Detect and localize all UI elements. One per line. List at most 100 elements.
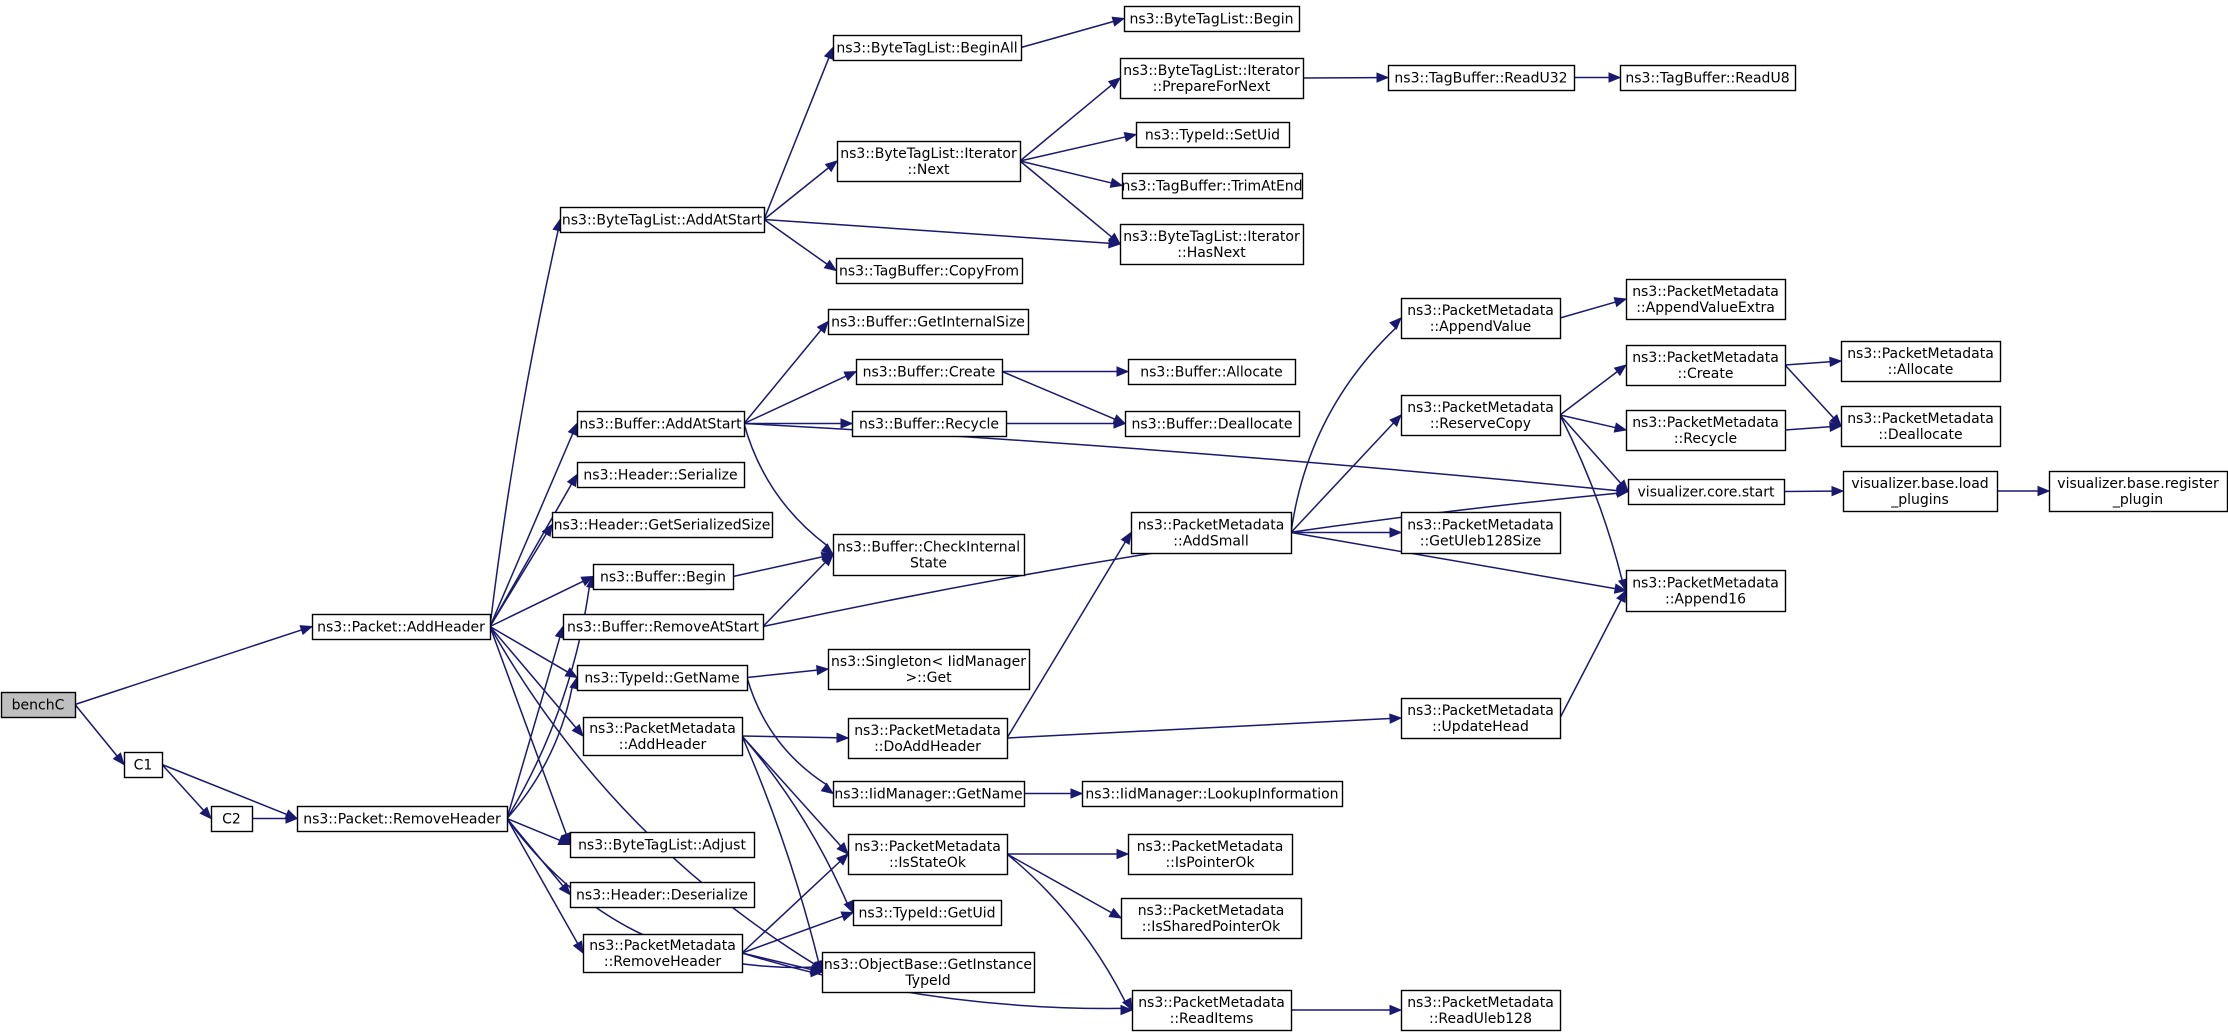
node-box — [551, 511, 774, 539]
node-pmDoAddHeader[interactable]: ns3::PacketMetadata::DoAddHeader — [847, 717, 1009, 760]
node-bufDeallocate[interactable]: ns3::Buffer::Deallocate — [1124, 410, 1301, 438]
node-box — [855, 358, 1004, 386]
node-pmAppendValueExtra[interactable]: ns3::PacketMetadata::AppendValueExtra — [1625, 278, 1787, 321]
edge-line — [489, 533, 547, 627]
node-tbTrimAtEnd[interactable]: ns3::TagBuffer::TrimAtEnd — [1121, 172, 1304, 200]
node-pmIsPointerOk[interactable]: ns3::PacketMetadata::IsPointerOk — [1127, 833, 1294, 876]
node-box — [1400, 297, 1562, 340]
node-pmAddSmall[interactable]: ns3::PacketMetadata::AddSmall — [1130, 511, 1293, 555]
arrowhead-icon — [1616, 487, 1630, 498]
node-pmGetUleb128Size[interactable]: ns3::PacketMetadata::GetUleb128Size — [1400, 511, 1562, 555]
node-hdrDeserialize[interactable]: ns3::Header::Deserialize — [569, 881, 756, 909]
node-box — [1840, 340, 2002, 383]
arrowhead-icon — [571, 723, 584, 738]
edge-line — [763, 218, 828, 265]
node-bufGetInternalSize[interactable]: ns3::Buffer::GetInternalSize — [827, 308, 1030, 336]
node-pmAppendValue[interactable]: ns3::PacketMetadata::AppendValue — [1400, 297, 1562, 340]
node-label: State — [910, 556, 947, 572]
node-tbCopyFrom[interactable]: ns3::TagBuffer::CopyFrom — [835, 257, 1024, 285]
edge-line — [506, 636, 561, 819]
edge-line — [1019, 160, 1113, 238]
node-vizCoreStart[interactable]: visualizer.core.start — [1627, 478, 1786, 506]
node-bufAddAtStart[interactable]: ns3::Buffer::AddAtStart — [576, 410, 746, 438]
edge-btlBeginAll-to-btlBegin — [1020, 16, 1126, 49]
arrowhead-icon — [840, 911, 855, 922]
node-pmAppend16[interactable]: ns3::PacketMetadata::Append16 — [1625, 569, 1787, 613]
arrowhead-icon — [836, 841, 849, 855]
node-bufBegin[interactable]: ns3::Buffer::Begin — [592, 563, 735, 591]
node-pmIsSharedPointerOk[interactable]: ns3::PacketMetadata::IsSharedPointerOk — [1120, 897, 1303, 940]
node-label: ns3::TypeId::GetName — [584, 671, 739, 687]
node-pmReadItems[interactable]: ns3::PacketMetadata::ReadItems — [1131, 989, 1293, 1032]
node-label: ns3::Packet::AddHeader — [317, 620, 485, 636]
node-btlBegin[interactable]: ns3::ByteTagList::Begin — [1123, 5, 1301, 33]
arrowhead-icon — [285, 813, 299, 824]
node-vizLoadPlugins[interactable]: visualizer.base.load_plugins — [1842, 470, 1999, 513]
node-bufRemoveAtStart[interactable]: ns3::Buffer::RemoveAtStart — [562, 613, 765, 641]
arrowhead-icon — [1829, 421, 1843, 433]
node-box — [847, 833, 1009, 876]
node-pmReadUleb128[interactable]: ns3::PacketMetadata::ReadUleb128 — [1400, 989, 1562, 1032]
node-typeIdGetUid[interactable]: ns3::TypeId::GetUid — [852, 899, 1003, 927]
node-hdrSerialize[interactable]: ns3::Header::Serialize — [576, 461, 746, 489]
edge-line — [746, 669, 818, 679]
node-btlAddAtStart[interactable]: ns3::ByteTagList::AddAtStart — [559, 206, 766, 234]
node-typeIdSetUid[interactable]: ns3::TypeId::SetUid — [1135, 121, 1291, 149]
node-pmReserveCopy[interactable]: ns3::PacketMetadata::ReserveCopy — [1400, 394, 1562, 437]
arrowhead-icon — [1123, 131, 1138, 143]
node-pmRemoveHeader[interactable]: ns3::PacketMetadata::RemoveHeader — [582, 933, 744, 974]
node-addHeader[interactable]: ns3::Packet::AddHeader — [311, 613, 492, 641]
node-typeIdGetName[interactable]: ns3::TypeId::GetName — [576, 664, 749, 692]
node-btlAdjust[interactable]: ns3::ByteTagList::Adjust — [569, 831, 756, 859]
node-pmDeallocate[interactable]: ns3::PacketMetadata::Deallocate — [1840, 405, 2002, 448]
node-box — [1120, 897, 1303, 940]
node-pmRecycle[interactable]: ns3::PacketMetadata::Recycle — [1625, 409, 1787, 452]
node-btliPrepareForNext[interactable]: ns3::ByteTagList::Iterator::PrepareForNe… — [1119, 57, 1305, 100]
node-pmAllocate[interactable]: ns3::PacketMetadata::Allocate — [1840, 340, 2002, 383]
node-C1[interactable]: C1 — [123, 751, 164, 779]
node-label: ns3::ByteTagList::Begin — [1130, 12, 1294, 28]
node-label: ::Recycle — [1674, 431, 1737, 447]
node-label: ns3::ByteTagList::Iterator — [840, 146, 1017, 162]
edge-line — [732, 556, 823, 578]
node-bufAllocate[interactable]: ns3::Buffer::Allocate — [1127, 358, 1297, 386]
node-btliNext[interactable]: ns3::ByteTagList::Iterator::Next — [836, 140, 1022, 183]
node-label: ns3::Buffer::Allocate — [1140, 365, 1283, 381]
node-iidGetName[interactable]: ns3::IidManager::GetName — [832, 780, 1026, 808]
edge-line — [1559, 414, 1616, 429]
node-pmIsStateOk[interactable]: ns3::PacketMetadata::IsStateOk — [847, 833, 1009, 876]
node-pmUpdateHead[interactable]: ns3::PacketMetadata::UpdateHead — [1400, 697, 1562, 740]
node-iidLookupInformation[interactable]: ns3::IidManager::LookupInformation — [1081, 780, 1344, 808]
arrowhead-icon — [199, 806, 212, 820]
arrowhead-icon — [1116, 366, 1130, 377]
arrowhead-icon — [567, 422, 578, 437]
node-bufCreate[interactable]: ns3::Buffer::Create — [855, 358, 1004, 386]
node-label: ns3::PacketMetadata — [1632, 284, 1779, 300]
node-tbReadU32[interactable]: ns3::TagBuffer::ReadU32 — [1387, 64, 1576, 92]
edge-pmDoAddHeader-to-pmAddSmall — [1006, 531, 1132, 739]
node-hdrGetSerializedSize[interactable]: ns3::Header::GetSerializedSize — [551, 511, 774, 539]
node-pmCreate[interactable]: ns3::PacketMetadata::Create — [1625, 344, 1787, 387]
edge-btlAddAtStart-to-btlBeginAll — [763, 46, 834, 220]
node-C2[interactable]: C2 — [210, 805, 254, 833]
node-singletonGet[interactable]: ns3::Singleton< IidManager>::Get — [827, 648, 1031, 691]
arrowhead-icon — [566, 473, 578, 488]
node-label: ns3::Buffer::Begin — [600, 570, 726, 586]
node-btlBeginAll[interactable]: ns3::ByteTagList::BeginAll — [832, 34, 1023, 62]
node-label: TypeId — [904, 973, 950, 989]
arrowhead-icon — [820, 782, 835, 795]
node-vizRegisterPlugin[interactable]: visualizer.base.register_plugin — [2048, 470, 2228, 513]
node-label: ::Allocate — [1888, 362, 1954, 378]
node-tbReadU8[interactable]: ns3::TagBuffer::ReadU8 — [1619, 64, 1797, 92]
node-bufRecycle[interactable]: ns3::Buffer::Recycle — [851, 410, 1008, 438]
node-pmAddHeader[interactable]: ns3::PacketMetadata::AddHeader — [582, 716, 744, 757]
edge-line — [74, 629, 302, 706]
node-box — [832, 533, 1026, 577]
node-btliHasNext[interactable]: ns3::ByteTagList::Iterator::HasNext — [1119, 223, 1305, 266]
edge-line — [506, 818, 579, 944]
edge-line — [746, 677, 827, 786]
edge-line — [1290, 422, 1395, 534]
node-removeHeader[interactable]: ns3::Packet::RemoveHeader — [296, 805, 509, 833]
